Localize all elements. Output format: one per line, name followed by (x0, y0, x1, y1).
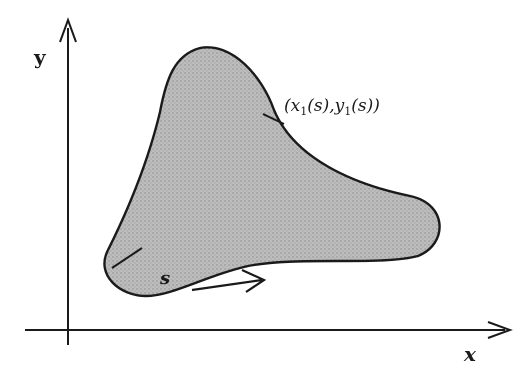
boundary-point-label: (x1(s),y1(s)) (284, 96, 380, 118)
shaded-region (103, 46, 441, 298)
x-axis-arrowhead (487, 321, 513, 339)
y-axis-label: y (33, 45, 47, 69)
traversal-direction-arrowhead (241, 268, 267, 293)
traversal-direction-arrow (191, 278, 263, 292)
x-axis-label: x (463, 342, 477, 366)
arc-length-label: s (159, 268, 170, 289)
boundary-point-tick (262, 113, 285, 125)
arc-length-origin-tick (111, 247, 143, 269)
y-axis-arrowhead (59, 17, 77, 43)
